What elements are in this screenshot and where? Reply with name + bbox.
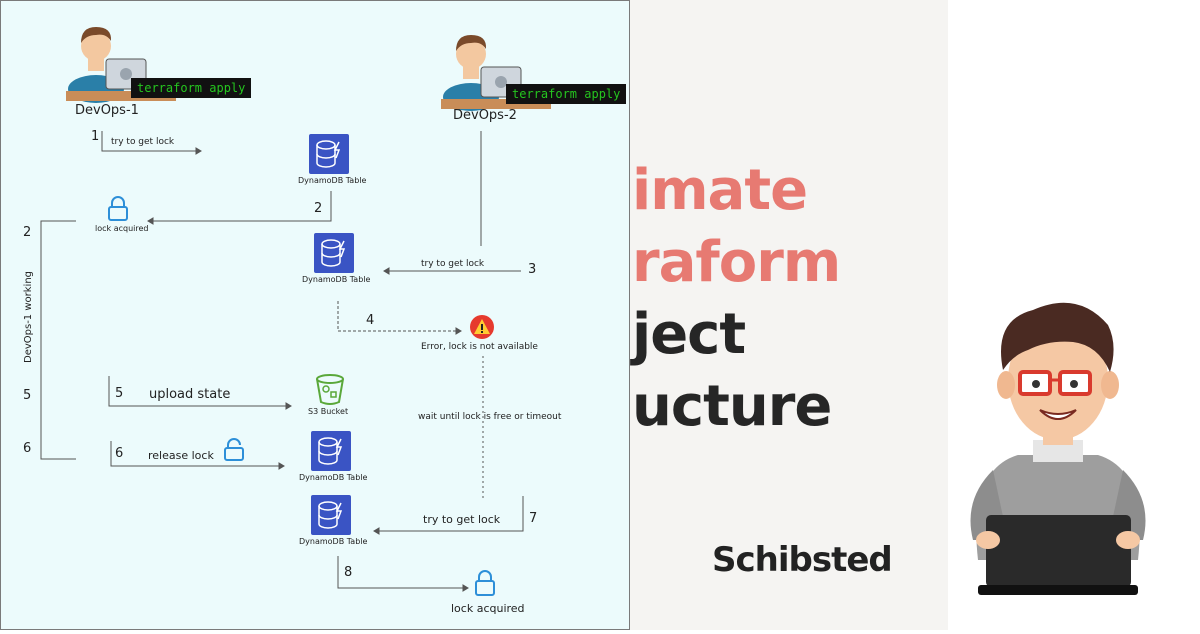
step7-label: try to get lock bbox=[423, 513, 500, 526]
dynamodb-icon bbox=[311, 495, 351, 535]
dynamodb-icon bbox=[309, 134, 349, 174]
step3-number: 3 bbox=[528, 262, 536, 277]
s3-bucket-label: S3 Bucket bbox=[308, 407, 348, 416]
brand-logo: Schibsted bbox=[712, 540, 892, 580]
developer-character-icon bbox=[948, 0, 1200, 630]
locking-diagram: terraform apply DevOps-1 terraform apply… bbox=[0, 0, 630, 630]
title-line-3: ject bbox=[632, 302, 745, 367]
devops2-label: DevOps-2 bbox=[453, 108, 517, 123]
step3-label: try to get lock bbox=[421, 259, 484, 269]
title-line-4: ucture bbox=[632, 374, 831, 439]
rail-number-5: 5 bbox=[23, 388, 31, 403]
s3-bucket-icon bbox=[313, 372, 347, 406]
step5-number: 5 bbox=[115, 386, 123, 401]
dynamodb-label-2: DynamoDB Table bbox=[302, 275, 370, 284]
rail-number-2: 2 bbox=[23, 225, 31, 240]
error-icon bbox=[469, 314, 495, 340]
step7-number: 7 bbox=[529, 511, 537, 526]
title-line-1: imate bbox=[632, 158, 807, 223]
developer-illustration bbox=[948, 0, 1200, 630]
dynamodb-icon bbox=[311, 431, 351, 471]
step2-number: 2 bbox=[314, 201, 322, 216]
step1-label: try to get lock bbox=[111, 137, 174, 147]
dynamodb-label-1: DynamoDB Table bbox=[298, 176, 366, 185]
step4-number: 4 bbox=[366, 313, 374, 328]
dynamodb-label-3: DynamoDB Table bbox=[299, 473, 367, 482]
step8-number: 8 bbox=[344, 565, 352, 580]
step1-number: 1 bbox=[91, 129, 99, 144]
lock-icon bbox=[473, 569, 497, 597]
devops1-command: terraform apply bbox=[131, 78, 251, 98]
step5-label: upload state bbox=[149, 387, 230, 402]
devops2-command: terraform apply bbox=[506, 84, 626, 104]
rail-number-6: 6 bbox=[23, 441, 31, 456]
devops1-working-label: DevOps-1 working bbox=[23, 271, 34, 363]
lock-acquired-label-2: lock acquired bbox=[451, 602, 525, 615]
unlock-icon bbox=[223, 438, 245, 462]
dynamodb-label-4: DynamoDB Table bbox=[299, 537, 367, 546]
dynamodb-icon bbox=[314, 233, 354, 273]
devops1-label: DevOps-1 bbox=[75, 103, 139, 118]
wait-label: wait until lock is free or timeout bbox=[418, 412, 561, 422]
brand-name: Schibsted bbox=[712, 540, 892, 580]
error-label: Error, lock is not available bbox=[421, 342, 538, 352]
lock-icon bbox=[107, 196, 129, 222]
title-line-2: raform bbox=[632, 230, 840, 295]
lock-acquired-label-1: lock acquired bbox=[95, 224, 148, 233]
step6-number: 6 bbox=[115, 446, 123, 461]
step6-label: release lock bbox=[148, 449, 214, 462]
